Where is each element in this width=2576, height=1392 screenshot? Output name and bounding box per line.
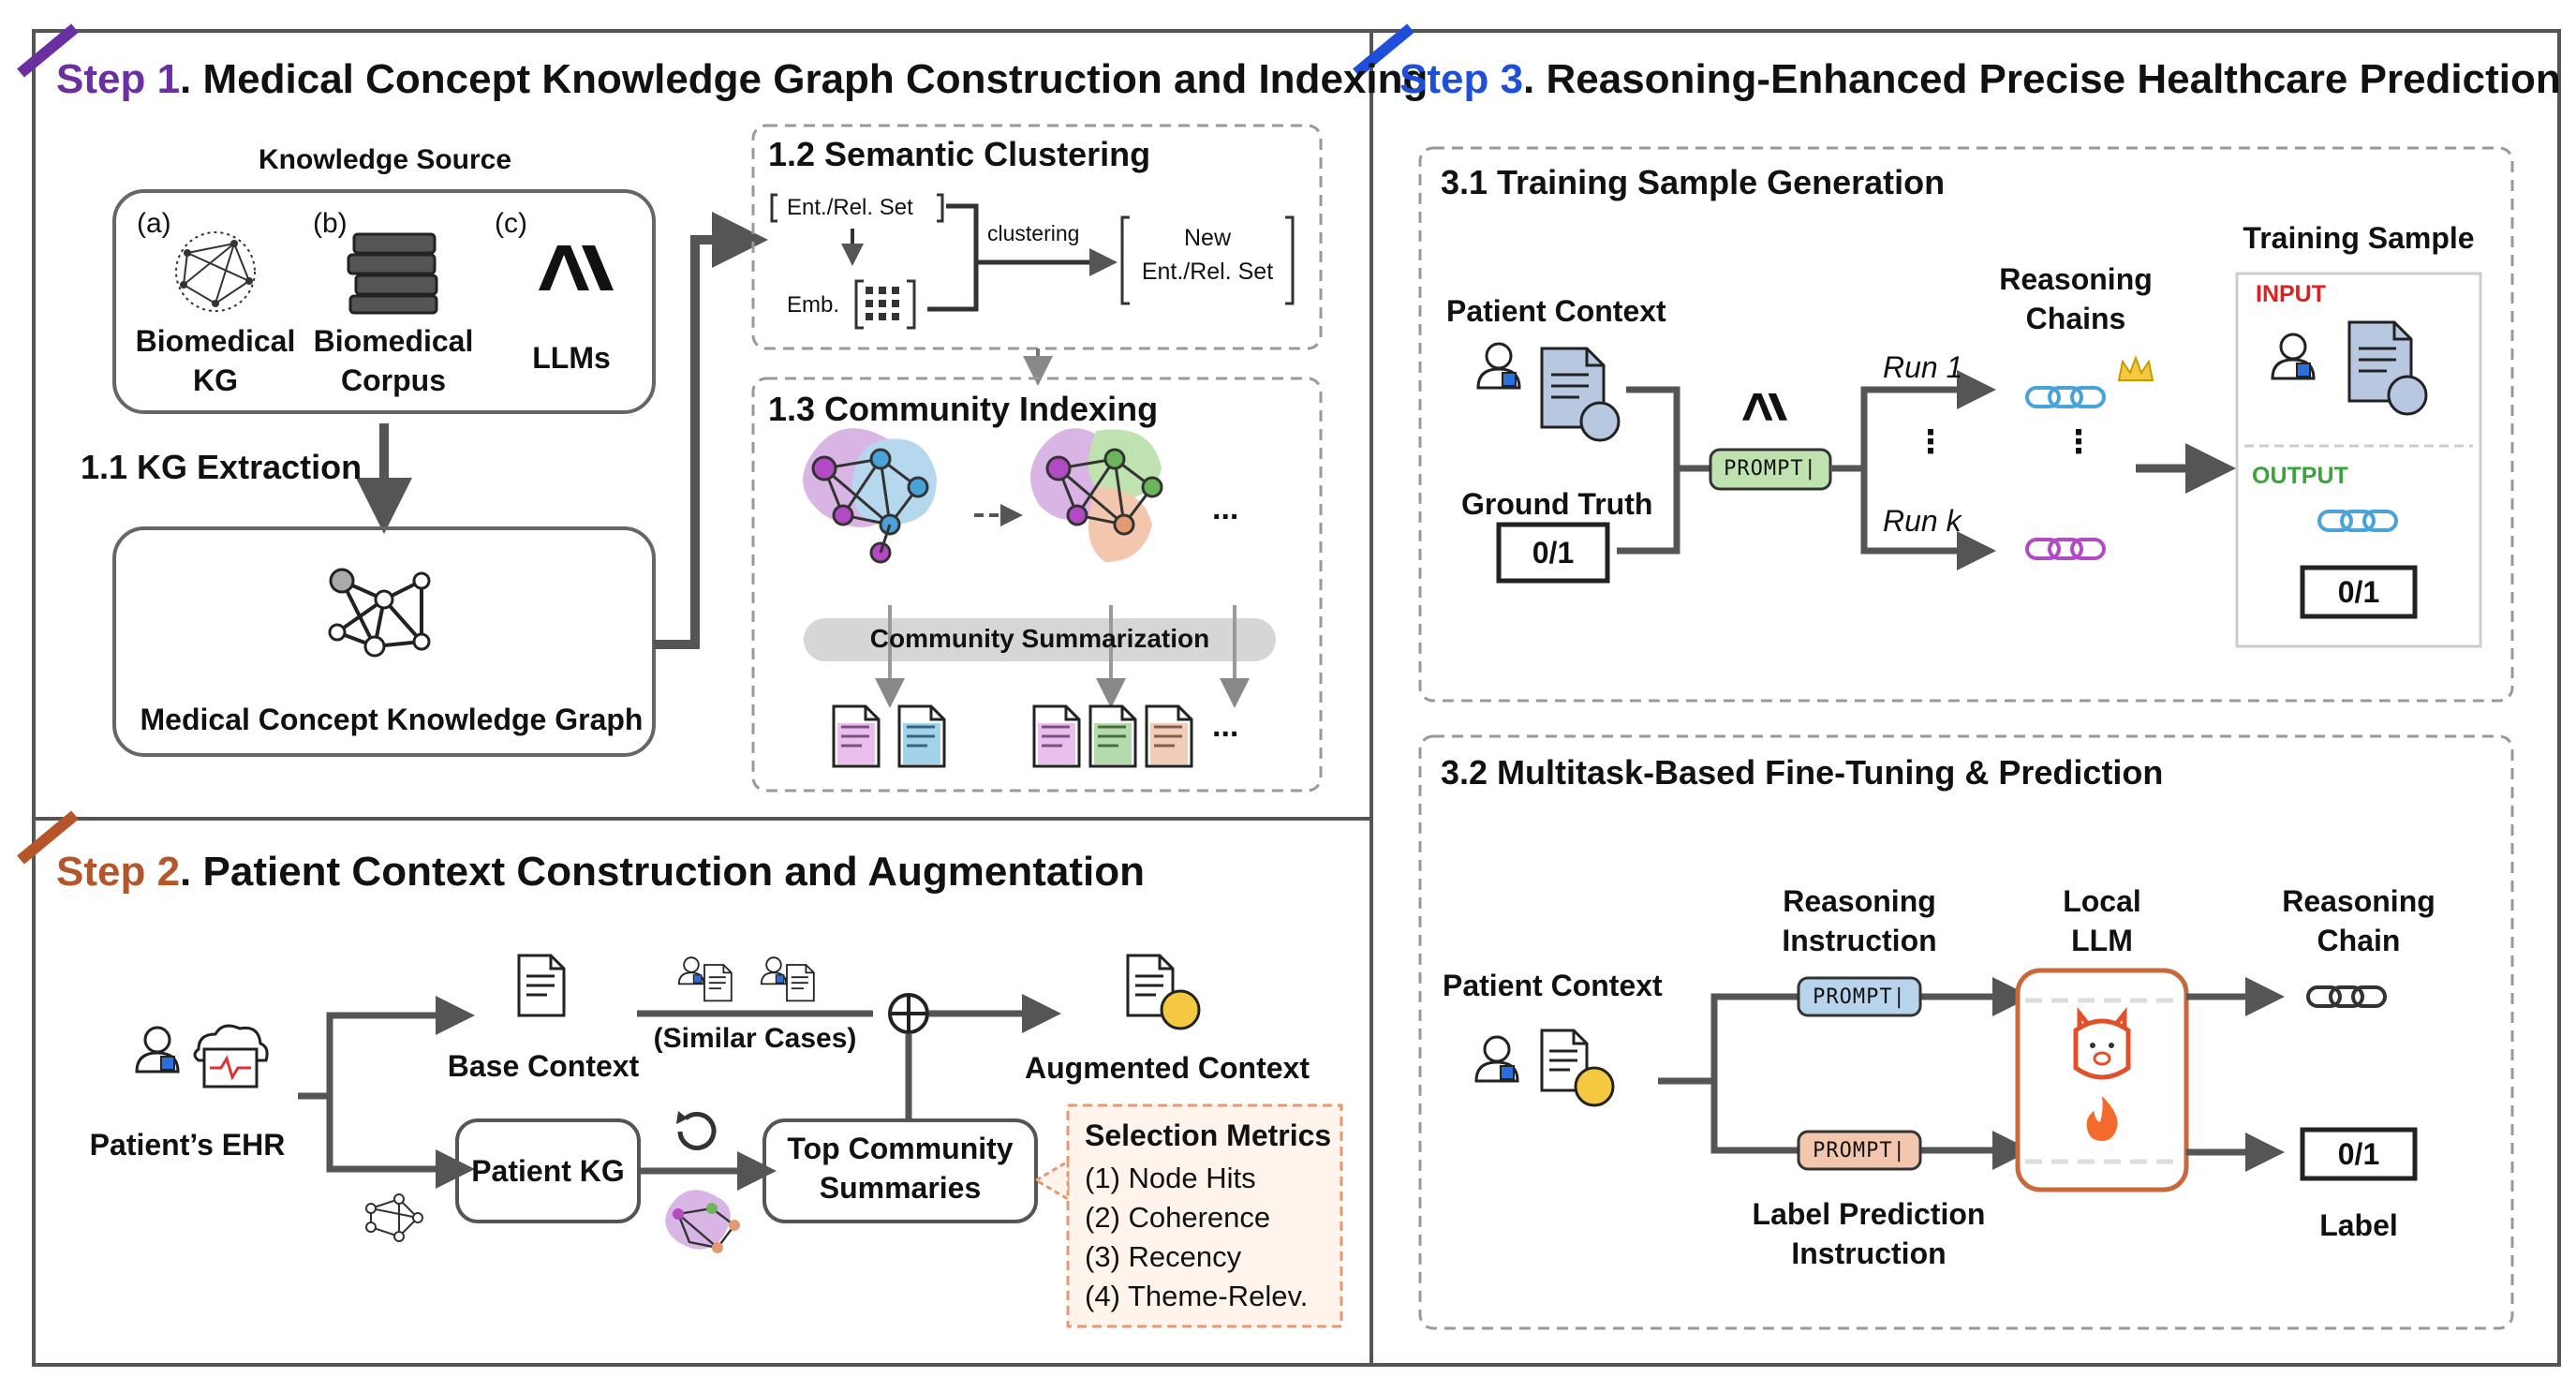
chain-link-icon <box>2025 386 2106 408</box>
llama-icon <box>2073 1006 2131 1080</box>
source-c-line1: LLMs <box>532 341 611 375</box>
docs-ellipsis: ... <box>1212 708 1239 744</box>
metric-item: (1) Node Hits <box>1085 1162 1256 1194</box>
ent-rel-set-label: Ent./Rel. Set <box>787 195 913 220</box>
metric-item: (4) Theme-Relev. <box>1085 1280 1309 1312</box>
similar-cases-label: (Similar Cases) <box>653 1023 857 1054</box>
clustering-title: 1.2 Semantic Clustering <box>768 135 1151 173</box>
output-label: OUTPUT <box>2252 463 2348 489</box>
s31-gt-value: 0/1 <box>1532 536 1575 570</box>
base-context-label: Base Context <box>447 1049 640 1083</box>
corpus-books-icon <box>347 232 438 315</box>
kg-extraction-label: 1.1 KG Extraction <box>81 448 363 486</box>
clustering-arrow-label: clustering <box>987 221 1080 245</box>
emb-label: Emb. <box>787 292 840 318</box>
s32-patient-context: Patient Context <box>1443 969 1663 1002</box>
new-set-line2: Ent./Rel. Set <box>1141 259 1274 285</box>
source-c-tag: (c) <box>495 208 527 239</box>
augmented-context-label: Augmented Context <box>1025 1051 1310 1085</box>
community-summarization-label: Community Summarization <box>869 624 1210 653</box>
document-icon <box>517 954 566 1017</box>
top-community-line1: Top Community <box>787 1132 1014 1165</box>
rc-line1: Reasoning <box>2282 884 2435 918</box>
community-ellipsis: ... <box>1212 491 1239 526</box>
s32-title: 3.2 Multitask-Based Fine-Tuning & Predic… <box>1441 753 2164 792</box>
fire-icon <box>2086 1096 2118 1141</box>
source-b-line2: Corpus <box>341 363 446 397</box>
llm-logo-icon <box>1742 393 1787 421</box>
step2-title: Step 2. Patient Context Construction and… <box>56 849 1145 895</box>
refresh-icon <box>676 1111 717 1150</box>
source-a-line1: Biomedical <box>135 324 296 358</box>
source-b-line1: Biomedical <box>313 324 474 358</box>
step1-title: Step 1. Medical Concept Knowledge Graph … <box>56 56 1429 102</box>
step3-label: Step 3 <box>1399 56 1524 102</box>
metric-item: (2) Coherence <box>1085 1201 1271 1234</box>
top-community-line2: Summaries <box>819 1171 982 1205</box>
s31-out-value: 0/1 <box>2337 575 2380 609</box>
step2-label: Step 2 <box>56 849 181 895</box>
run-k-label: Run k <box>1883 504 1962 538</box>
crown-icon <box>2117 355 2154 381</box>
mckg-label: Medical Concept Knowledge Graph <box>140 703 644 736</box>
selection-metrics-title: Selection Metrics <box>1085 1118 1332 1152</box>
community-title: 1.3 Community Indexing <box>768 390 1159 428</box>
llm-logo-icon <box>539 245 614 290</box>
ri-prompt: PROMPT| <box>1813 985 1906 1009</box>
step3-title: Step 3. Reasoning-Enhanced Precise Healt… <box>1399 56 2561 102</box>
rc-line2: Chain <box>2317 924 2401 957</box>
knowledge-source-label: Knowledge Source <box>259 144 512 175</box>
doctor-icon <box>135 1026 180 1074</box>
lp-prompt: PROMPT| <box>1813 1139 1906 1162</box>
local-llm-line1: Local <box>2063 884 2141 918</box>
input-label: INPUT <box>2256 281 2326 307</box>
local-llm-line2: LLM <box>2071 924 2133 957</box>
step1-label: Step 1 <box>56 56 181 102</box>
biomedical-kg-icon <box>175 231 256 312</box>
patient-kg-label: Patient KG <box>471 1154 625 1188</box>
s31-ground-truth: Ground Truth <box>1461 487 1653 521</box>
lp-line2: Instruction <box>1791 1237 1947 1270</box>
training-sample-title: Training Sample <box>2243 221 2475 255</box>
chains-line1: Reasoning <box>1999 262 2153 296</box>
source-a-tag: (a) <box>137 208 171 239</box>
chains-line2: Chains <box>2025 302 2126 335</box>
metric-item: (3) Recency <box>1085 1240 1242 1273</box>
lp-line1: Label Prediction <box>1752 1197 1986 1231</box>
new-set-line1: New <box>1183 225 1231 251</box>
source-a-line2: KG <box>193 363 238 397</box>
graph-icon <box>328 568 431 658</box>
ri-line1: Reasoning <box>1783 884 1936 918</box>
s31-prompt: PROMPT| <box>1724 457 1817 481</box>
s31-title: 3.1 Training Sample Generation <box>1441 163 1946 201</box>
ehr-label: Patient’s EHR <box>89 1128 286 1162</box>
plus-circle-icon <box>888 993 929 1034</box>
s32-out-value: 0/1 <box>2337 1137 2380 1171</box>
source-b-tag: (b) <box>313 208 348 239</box>
run-1-label: Run 1 <box>1883 350 1963 384</box>
ri-line2: Instruction <box>1782 924 1937 957</box>
label-caption: Label <box>2319 1208 2398 1242</box>
s31-patient-context: Patient Context <box>1446 294 1666 328</box>
